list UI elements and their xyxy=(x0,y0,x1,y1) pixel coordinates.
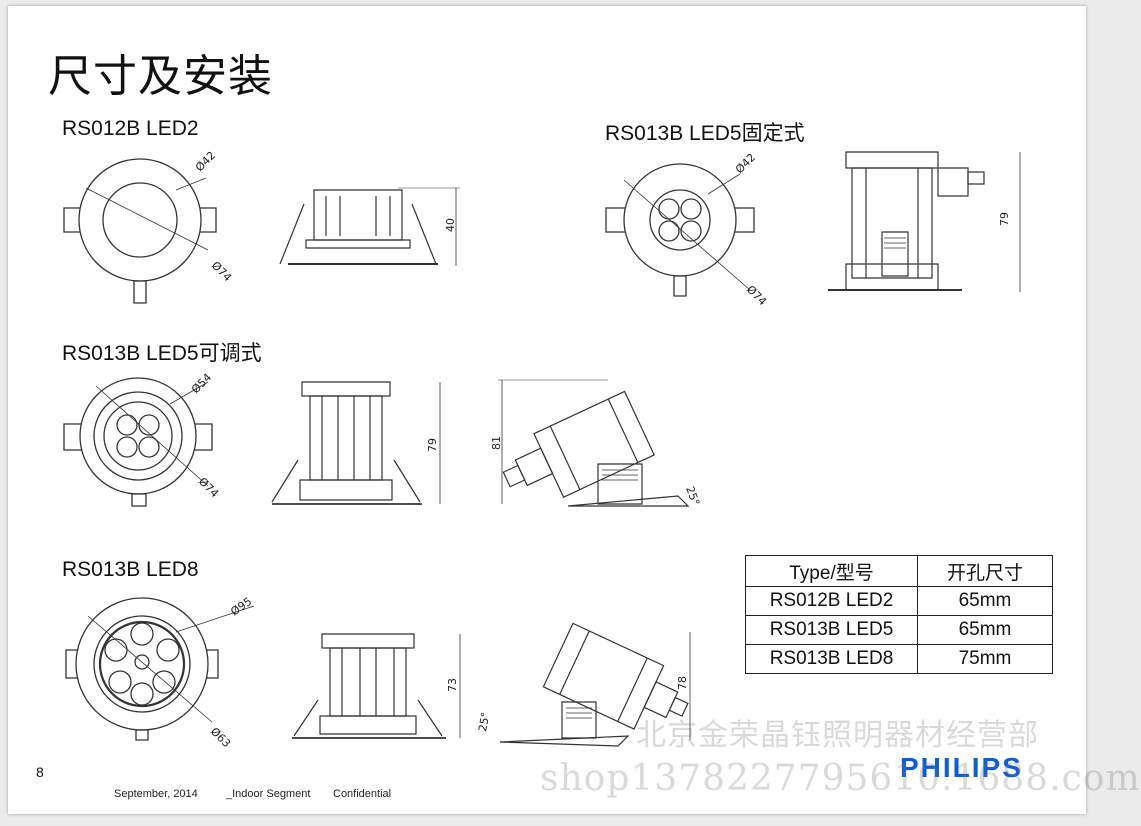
section-label-rs013b-led5-adjustable: RS013B LED5可调式 xyxy=(62,342,262,365)
dim-height-label: 79 xyxy=(998,212,1011,226)
footer-segment: _Indoor Segment xyxy=(226,788,311,800)
rs013b-led5-fixed-side-view-drawing: 79 xyxy=(822,148,1032,298)
table-row: RS013B LED8 75mm xyxy=(745,644,1053,674)
dim-height-label: 40 xyxy=(444,218,457,232)
dim-height-label: 79 xyxy=(426,438,439,452)
dim-diameter-label: Ø42 xyxy=(733,151,758,176)
watermark-shop-url: shop1378227795610.1688.com xyxy=(540,758,1141,799)
rs013b-led8-tilted-view-drawing: 78 25° xyxy=(476,628,708,750)
table-cell-type: RS013B LED8 xyxy=(745,644,918,674)
table-header-type: Type/型号 xyxy=(745,555,918,587)
footer-date: September, 2014 xyxy=(114,788,198,800)
table-row: RS012B LED2 65mm xyxy=(745,586,1053,616)
footer-confidential: Confidential xyxy=(333,788,392,800)
table-cell-type: RS012B LED2 xyxy=(745,586,918,616)
table-header-row: Type/型号 开孔尺寸 xyxy=(745,555,1053,587)
section-label-rs012b-led2: RS012B LED2 xyxy=(62,117,199,140)
table-cell-cutout: 65mm xyxy=(917,586,1053,616)
dim-diameter-label: Ø95 xyxy=(228,595,254,619)
cutout-size-table: Type/型号 开孔尺寸 RS012B LED2 65mm RS013B LED… xyxy=(745,555,1053,674)
dim-diameter-label: Ø42 xyxy=(193,149,218,174)
table-header-cutout: 开孔尺寸 xyxy=(917,555,1053,587)
table-cell-cutout: 75mm xyxy=(917,644,1053,674)
rs013b-led8-side-view-drawing: 73 xyxy=(290,630,470,746)
dim-height-label: 78 xyxy=(676,676,689,690)
dim-height-label: 73 xyxy=(446,678,459,692)
page-number: 8 xyxy=(36,764,44,780)
rs012b-front-view-drawing: Ø42 Ø74 xyxy=(58,149,234,310)
rs013b-led5-fixed-front-view-drawing: Ø42 Ø74 xyxy=(600,151,769,308)
dim-angle-label: 25° xyxy=(476,711,492,732)
table-cell-type: RS013B LED5 xyxy=(745,615,918,645)
rs013b-led5-adjustable-tilted-view-drawing: 81 25° xyxy=(490,378,702,508)
section-label-rs013b-led8: RS013B LED8 xyxy=(62,558,199,581)
dim-diameter-label: Ø54 xyxy=(189,371,214,396)
philips-logo: PHILIPS xyxy=(900,752,1023,783)
rs013b-led8-front-view-drawing: Ø95 Ø63 xyxy=(58,595,254,750)
table-row: RS013B LED5 65mm xyxy=(745,615,1053,645)
rs012b-side-view-drawing: 40 xyxy=(268,178,468,278)
dim-angle-label: 25° xyxy=(683,485,702,508)
table-cell-cutout: 65mm xyxy=(917,615,1053,645)
dim-diameter-label: Ø74 xyxy=(209,259,234,284)
rs013b-led5-adjustable-side-view-drawing: 79 xyxy=(266,376,456,516)
dim-diameter-label: Ø74 xyxy=(744,283,769,308)
dim-height-label: 81 xyxy=(490,436,503,450)
watermark-shop-name: 北京金荣晶钰照明器材经营部 xyxy=(636,718,1039,753)
page-title: 尺寸及安装 xyxy=(48,51,273,102)
rs013b-led5-adjustable-front-view-drawing: Ø54 Ø74 xyxy=(58,371,221,518)
section-label-rs013b-led5-fixed: RS013B LED5固定式 xyxy=(605,122,805,145)
